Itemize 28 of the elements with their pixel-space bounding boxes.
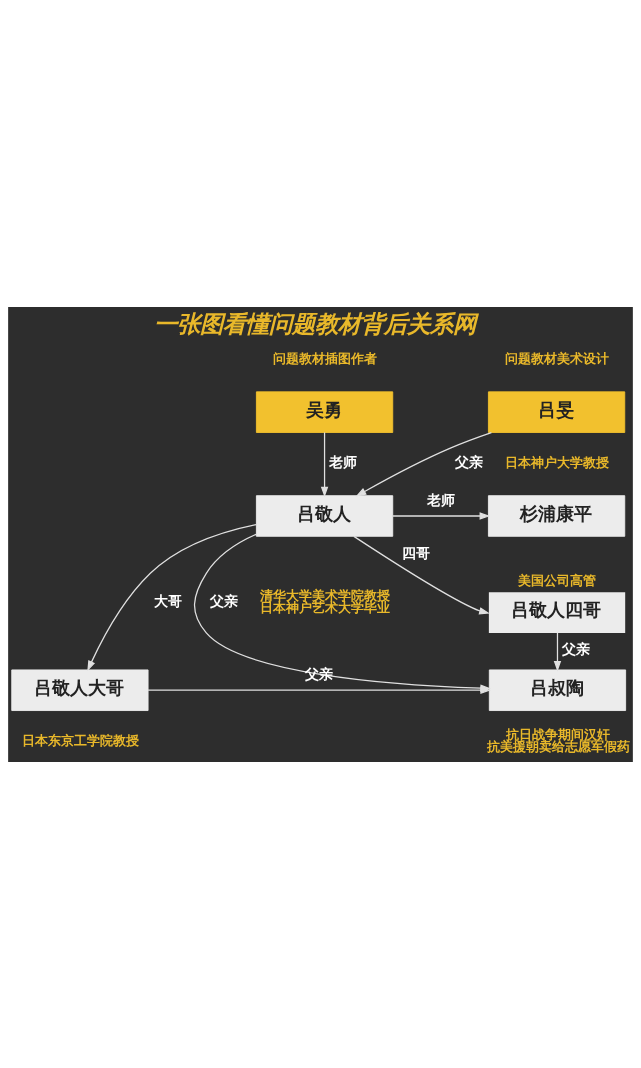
edge-label: 四哥	[401, 544, 430, 561]
node-label: 日本神户大学教授	[504, 454, 609, 470]
edge-label: 老师	[427, 491, 456, 508]
node-box: 吕敬人四哥	[488, 591, 626, 633]
edge-label: 父亲	[455, 453, 484, 470]
node-label: 美国公司高管	[518, 572, 597, 588]
arrow	[87, 523, 257, 671]
node-box: 吕叔陶	[488, 668, 627, 711]
arrow	[553, 631, 562, 672]
edge-label: 老师	[328, 453, 357, 470]
arrow	[355, 431, 493, 497]
arrow	[320, 431, 329, 497]
node-box: 杉浦康平	[487, 494, 626, 537]
edge-label: 大哥	[154, 592, 183, 609]
node-box: 吕旻	[487, 390, 626, 433]
diagram-title: 一张图看懂问题教材背后关系网	[154, 309, 477, 338]
edge-label: 父亲	[210, 592, 239, 609]
node-box: 吴勇	[255, 390, 394, 433]
arrow	[392, 511, 491, 520]
node-label: 抗日战争期间汉奸	[505, 726, 610, 742]
node-label: 问题教材美术设计	[504, 350, 609, 366]
arrow	[147, 686, 491, 694]
node-box: 吕敬人大哥	[11, 668, 149, 711]
arrow	[353, 535, 490, 614]
edge-label: 父亲	[561, 640, 590, 657]
node-box: 吕敬人	[255, 494, 394, 537]
node-label: 问题教材插图作者	[272, 350, 377, 366]
node-label: 日本东京工学院教授	[21, 732, 139, 748]
